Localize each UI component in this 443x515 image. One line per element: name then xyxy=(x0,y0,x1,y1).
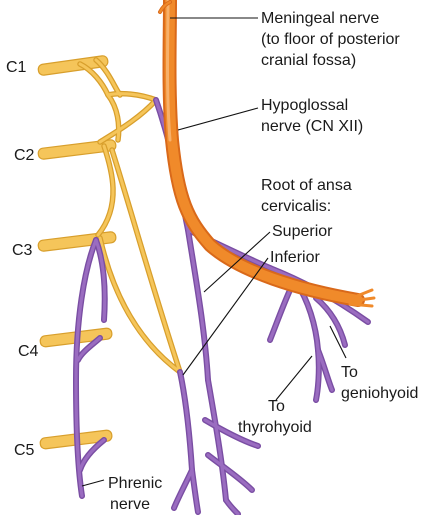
label-c1: C1 xyxy=(6,59,27,76)
label-geniohyoid-line-2: geniohyoid xyxy=(341,385,418,402)
label-c5: C5 xyxy=(14,442,35,459)
label-thyrohyoid-line-1: To xyxy=(268,398,285,415)
label-inferior-root: Inferior xyxy=(270,249,320,266)
label-phrenic-line-1: Phrenic xyxy=(108,475,162,492)
label-geniohyoid-line-1: To xyxy=(341,364,358,381)
label-phrenic-line-2: nerve xyxy=(110,496,150,513)
label-ansa-root-line-1: Root of ansa xyxy=(261,177,352,194)
label-thyrohyoid-line-2: thyrohyoid xyxy=(238,419,312,436)
label-c4: C4 xyxy=(18,343,39,360)
label-meningeal-nerve-line-3: cranial fossa) xyxy=(261,52,356,69)
spinal-labels: C1 C2 C3 C4 C5 xyxy=(6,59,39,459)
label-superior-root: Superior xyxy=(272,223,333,240)
label-hypoglossal-line-2: nerve (CN XII) xyxy=(261,118,363,135)
label-meningeal-nerve-line-1: Meningeal nerve xyxy=(261,10,379,27)
label-c3: C3 xyxy=(12,242,33,259)
ansa-cervicalis-branches xyxy=(76,100,368,514)
annotation-labels: Meningeal nerve (to floor of posterior c… xyxy=(108,10,418,513)
label-meningeal-nerve-line-2: (to floor of posterior xyxy=(261,31,400,48)
label-hypoglossal-line-1: Hypoglossal xyxy=(261,97,348,114)
label-c2: C2 xyxy=(14,147,35,164)
label-ansa-root-line-2: cervicalis: xyxy=(261,198,331,215)
